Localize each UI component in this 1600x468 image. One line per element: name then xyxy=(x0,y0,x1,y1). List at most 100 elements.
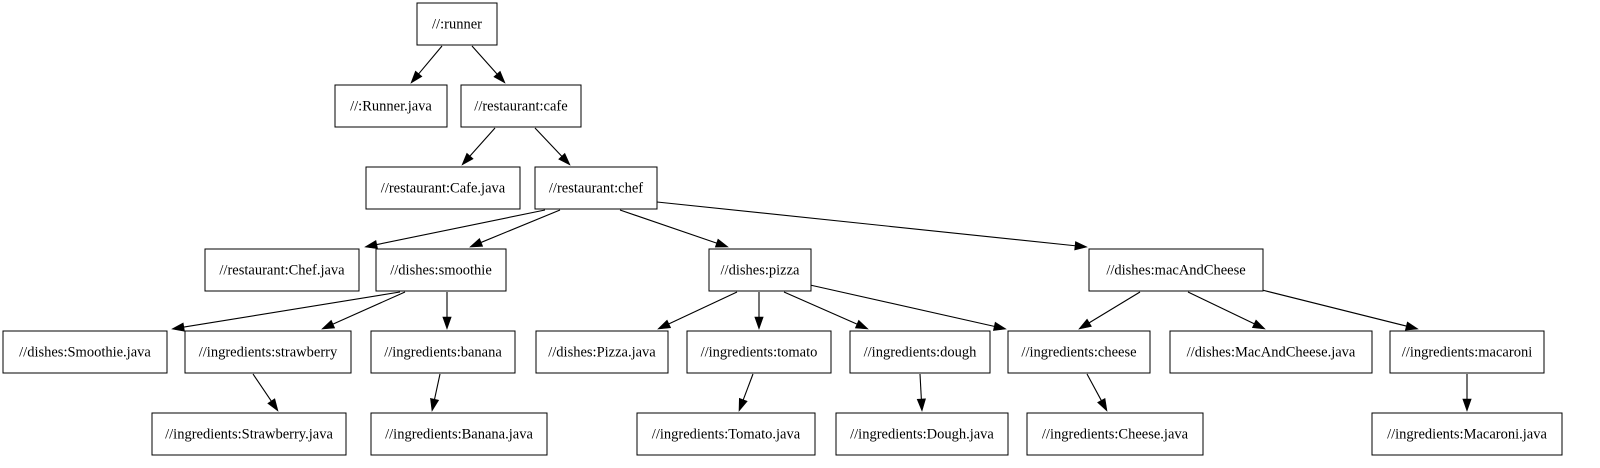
graph-node-dough_java[interactable]: //ingredients:Dough.java xyxy=(835,412,1009,456)
node-box[interactable] xyxy=(686,330,832,374)
graph-edge xyxy=(461,127,496,166)
node-label: //ingredients:banana xyxy=(384,344,502,360)
edge-arrowhead xyxy=(992,321,1007,331)
node-label: //ingredients:Dough.java xyxy=(850,426,994,442)
edge-shaft xyxy=(469,127,496,157)
node-box[interactable] xyxy=(1371,412,1563,456)
node-box[interactable] xyxy=(460,84,582,128)
node-label: //ingredients:Tomato.java xyxy=(652,426,801,442)
graph-node-dishes_smoothie[interactable]: //dishes:smoothie xyxy=(375,248,507,292)
node-label: //:Runner.java xyxy=(350,98,432,114)
graph-node-pizza_java[interactable]: //dishes:Pizza.java xyxy=(535,330,669,374)
node-label: //dishes:pizza xyxy=(721,262,800,278)
node-box[interactable] xyxy=(375,248,507,292)
graph-edge xyxy=(1086,373,1108,412)
edge-arrowhead xyxy=(430,398,440,412)
node-box[interactable] xyxy=(416,2,498,46)
graph-edge xyxy=(252,373,279,412)
graph-node-smoothie_java[interactable]: //dishes:Smoothie.java xyxy=(2,330,168,374)
node-label: //ingredients:strawberry xyxy=(199,344,338,360)
graph-node-cheese_java[interactable]: //ingredients:Cheese.java xyxy=(1026,412,1204,456)
graph-node-runner_java[interactable]: //:Runner.java xyxy=(334,84,448,128)
edge-arrowhead xyxy=(469,238,484,248)
edge-shaft xyxy=(1187,291,1255,325)
node-box[interactable] xyxy=(204,248,360,292)
node-layer: //:runner //:Runner.java //restaurant:cafe… xyxy=(2,2,1563,456)
edge-arrowhead xyxy=(364,239,378,250)
node-box[interactable] xyxy=(535,330,669,374)
graph-node-cafe_java[interactable]: //restaurant:Cafe.java xyxy=(365,166,521,210)
node-box[interactable] xyxy=(835,412,1009,456)
node-label: //restaurant:chef xyxy=(549,180,643,196)
edge-arrowhead xyxy=(854,319,869,330)
node-box[interactable] xyxy=(1007,330,1151,374)
edge-arrowhead xyxy=(461,152,474,166)
graph-node-ing_tomato[interactable]: //ingredients:tomato xyxy=(686,330,832,374)
graph-node-dishes_macandcheese[interactable]: //dishes:macAndCheese xyxy=(1088,248,1264,292)
graph-edge xyxy=(442,292,452,330)
node-box[interactable] xyxy=(1088,248,1264,292)
graph-node-ing_strawberry[interactable]: //ingredients:strawberry xyxy=(184,330,352,374)
graph-edge xyxy=(1261,289,1419,331)
edge-arrowhead xyxy=(1097,397,1108,412)
graph-node-ing_banana[interactable]: //ingredients:banana xyxy=(370,330,516,374)
edge-arrowhead xyxy=(321,319,336,330)
graph-node-restaurant_chef[interactable]: //restaurant:chef xyxy=(534,166,658,210)
node-label: //ingredients:Macaroni.java xyxy=(1387,426,1547,442)
node-box[interactable] xyxy=(1026,412,1204,456)
node-label: //ingredients:Banana.java xyxy=(385,426,533,442)
edge-shaft xyxy=(809,284,995,327)
node-box[interactable] xyxy=(636,412,816,456)
node-box[interactable] xyxy=(1169,330,1373,374)
node-box[interactable] xyxy=(334,84,448,128)
node-box[interactable] xyxy=(184,330,352,374)
edge-shaft xyxy=(183,291,401,328)
node-box[interactable] xyxy=(534,166,658,210)
edge-shaft xyxy=(376,209,546,246)
graph-edge xyxy=(469,209,561,248)
graph-node-banana_java[interactable]: //ingredients:Banana.java xyxy=(370,412,548,456)
edge-shaft xyxy=(252,373,272,402)
edge-arrowhead xyxy=(493,70,506,84)
node-label: //dishes:Pizza.java xyxy=(548,344,656,360)
graph-edge xyxy=(657,291,738,330)
graph-node-ing_macaroni[interactable]: //ingredients:macaroni xyxy=(1389,330,1545,374)
node-label: //:runner xyxy=(432,16,482,32)
edge-shaft xyxy=(1088,291,1141,324)
node-box[interactable] xyxy=(151,412,347,456)
edge-shaft xyxy=(471,45,498,75)
graph-node-macaroni_java[interactable]: //ingredients:Macaroni.java xyxy=(1371,412,1563,456)
node-box[interactable] xyxy=(2,330,168,374)
graph-node-dishes_pizza[interactable]: //dishes:pizza xyxy=(708,248,812,292)
node-label: //ingredients:macaroni xyxy=(1402,344,1532,360)
node-box[interactable] xyxy=(370,330,516,374)
edge-shaft xyxy=(619,209,717,244)
node-box[interactable] xyxy=(370,412,548,456)
graph-edge xyxy=(809,284,1007,331)
graph-node-strawberry_java[interactable]: //ingredients:Strawberry.java xyxy=(151,412,347,456)
node-label: //restaurant:Chef.java xyxy=(219,262,345,278)
graph-node-runner[interactable]: //:runner xyxy=(416,2,498,46)
graph-node-ing_dough[interactable]: //ingredients:dough xyxy=(849,330,991,374)
edge-shaft xyxy=(1261,289,1407,327)
edge-arrowhead xyxy=(1462,398,1472,412)
graph-node-restaurant_cafe[interactable]: //restaurant:cafe xyxy=(460,84,582,128)
edge-arrowhead xyxy=(1078,318,1092,330)
graph-edge xyxy=(754,292,764,330)
graph-node-tomato_java[interactable]: //ingredients:Tomato.java xyxy=(636,412,816,456)
edge-shaft xyxy=(919,373,922,400)
graph-node-chef_java[interactable]: //restaurant:Chef.java xyxy=(204,248,360,292)
node-box[interactable] xyxy=(708,248,812,292)
edge-arrowhead xyxy=(738,397,748,412)
edge-shaft xyxy=(656,201,1076,247)
node-box[interactable] xyxy=(1389,330,1545,374)
edge-arrowhead xyxy=(267,398,279,412)
node-label: //restaurant:Cafe.java xyxy=(381,180,506,196)
node-box[interactable] xyxy=(365,166,521,210)
edge-shaft xyxy=(418,45,443,75)
graph-node-macandcheese_java[interactable]: //dishes:MacAndCheese.java xyxy=(1169,330,1373,374)
graph-edge xyxy=(430,373,441,412)
node-box[interactable] xyxy=(849,330,991,374)
graph-node-ing_cheese[interactable]: //ingredients:cheese xyxy=(1007,330,1151,374)
edge-arrowhead xyxy=(714,238,729,248)
